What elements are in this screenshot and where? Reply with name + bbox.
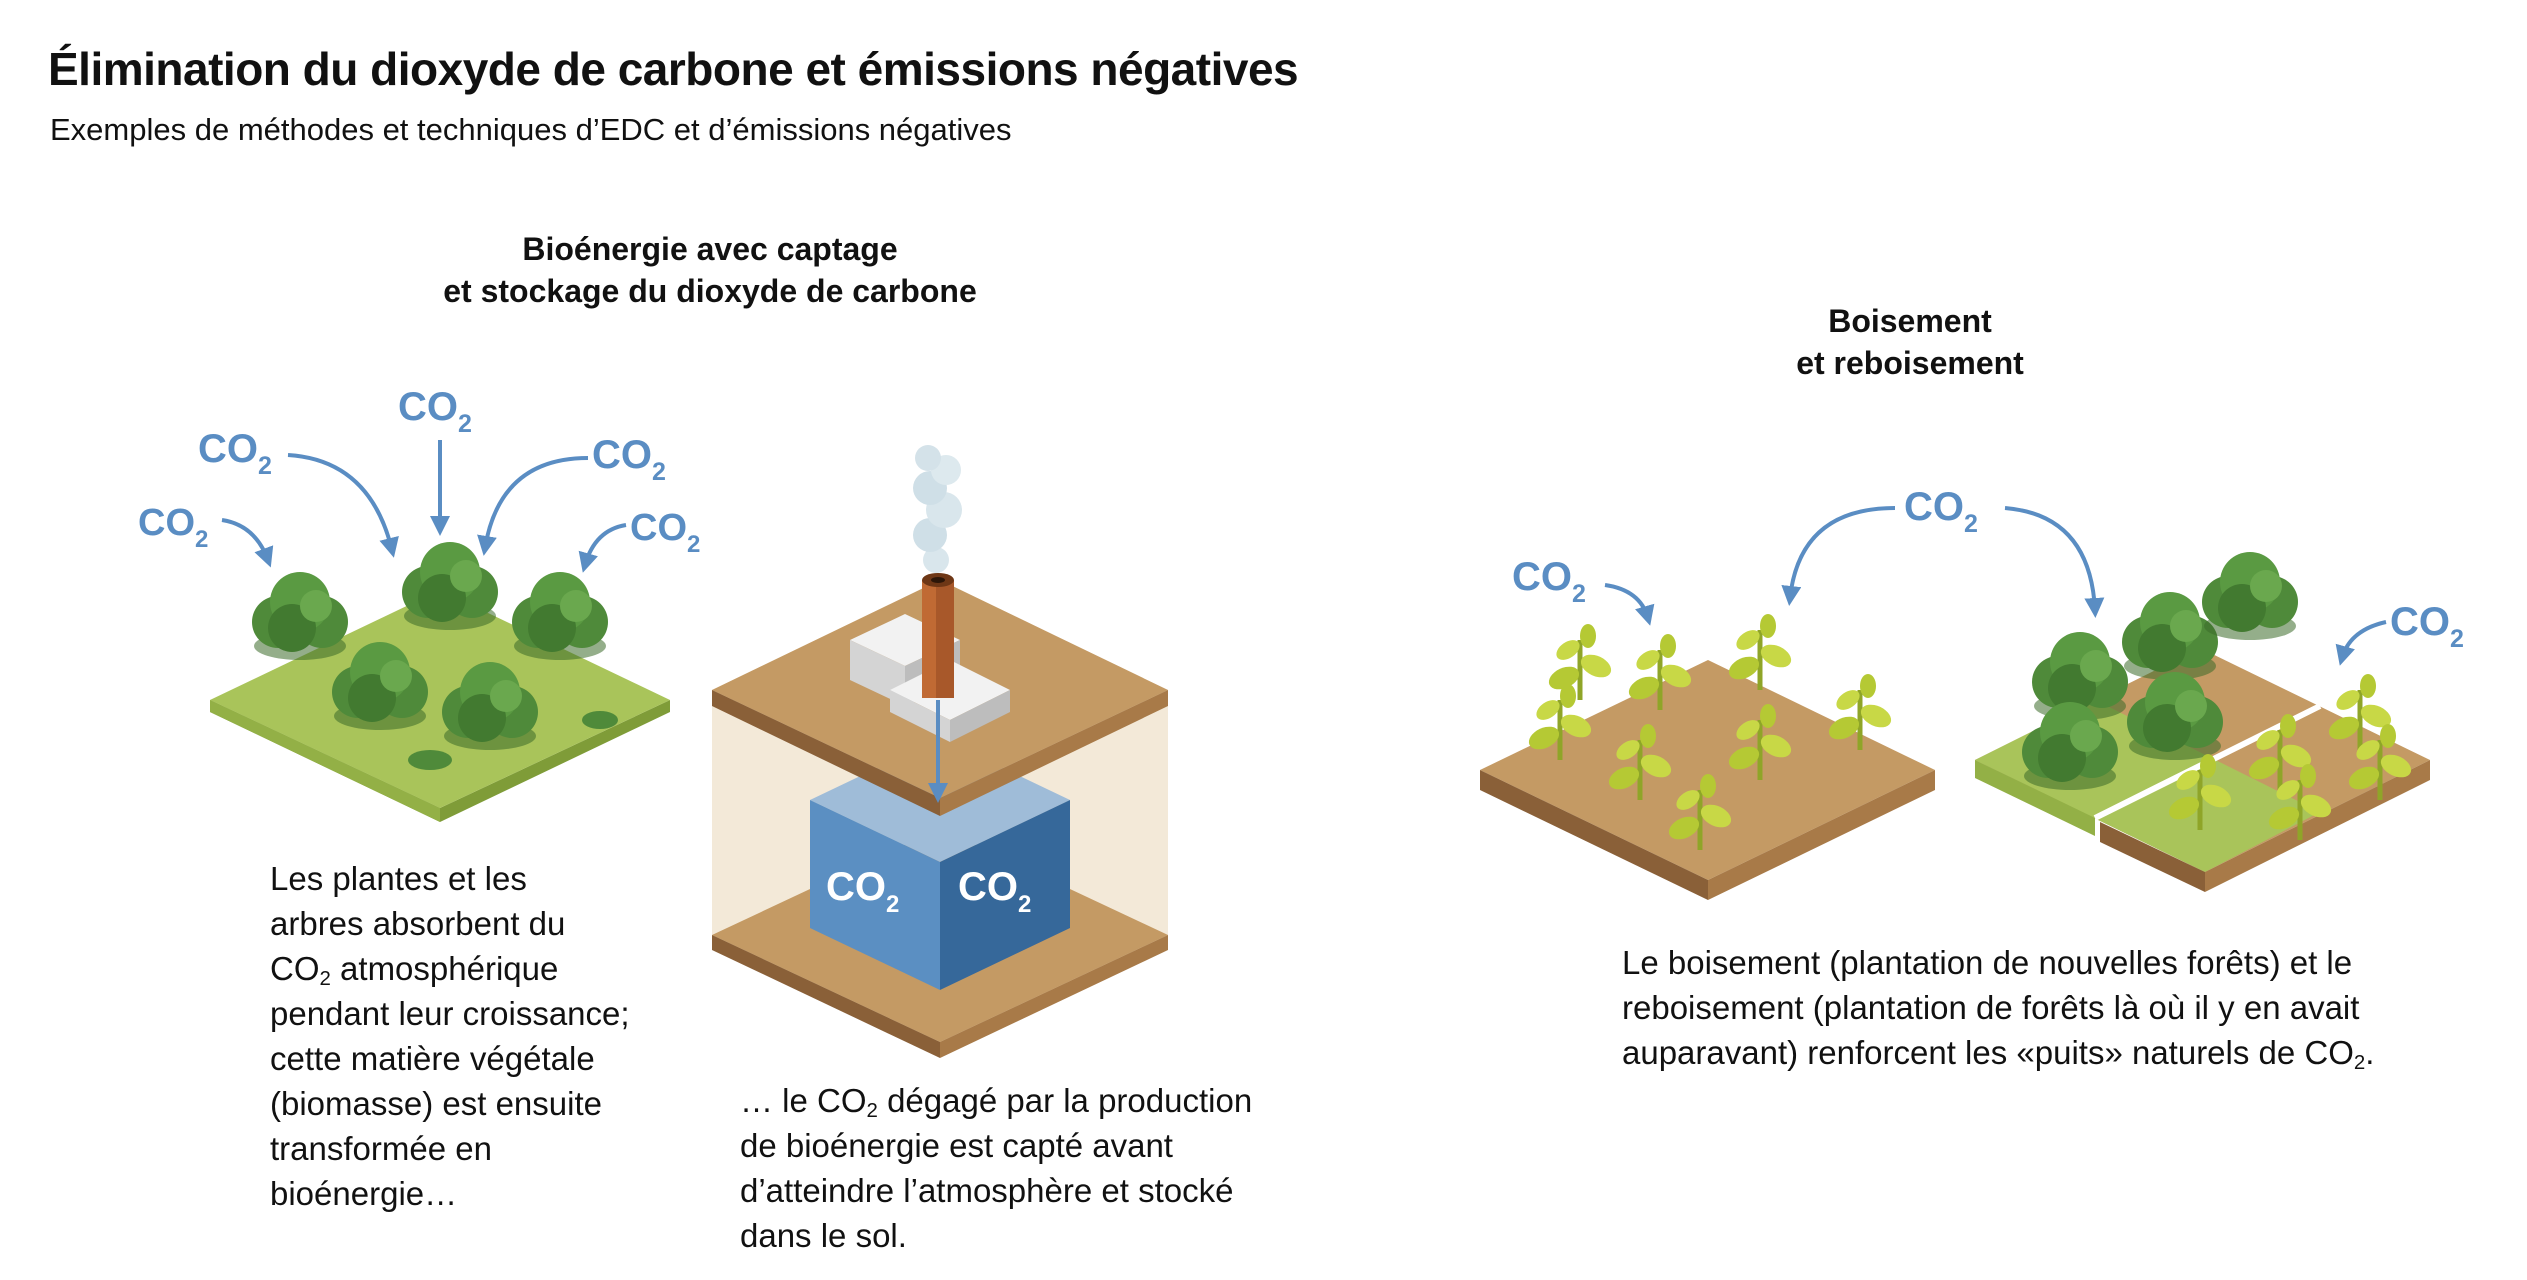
co2-label-right-low: CO2	[630, 507, 700, 558]
co2-arrow-right-low	[578, 523, 627, 573]
aff-co2-label-left: CO2	[1512, 555, 1586, 608]
storage-text-line: d’atteindre l’atmosphère et stocké	[740, 1172, 1234, 1209]
co2-label-right-high: CO2	[592, 433, 666, 486]
svg-text:CO2: CO2	[198, 427, 272, 480]
svg-text:CO2: CO2	[1512, 555, 1586, 608]
co2-subscript: 2	[2353, 1051, 2366, 1075]
afforestation-heading-line1: Boisement	[1828, 303, 1992, 339]
page-title: Élimination du dioxyde de carbone et émi…	[48, 43, 1299, 95]
afforestation-text-fragment: auparavant) renforcent les «puits» natur…	[1622, 1034, 2354, 1071]
page-subtitle: Exemples de méthodes et techniques d’EDC…	[50, 112, 1012, 147]
aff-co2-label-right: CO2	[2390, 600, 2464, 653]
storage-text-line: de bioénergie est capté avant	[740, 1127, 1173, 1164]
aff-co2-arrow-left	[1604, 583, 1655, 626]
storage-co2-left-label: CO2	[826, 865, 899, 918]
svg-text:CO2: CO2	[2390, 600, 2464, 653]
plants-text-line: pendant leur croissance;	[270, 995, 630, 1032]
plants-text-line: (biomasse) est ensuite	[270, 1085, 602, 1122]
afforestation-plot	[1480, 660, 1935, 900]
co2-label-top: CO2	[398, 385, 472, 438]
svg-text:CO2: CO2	[958, 865, 1031, 918]
afforestation-text-line: auparavant) renforcent les «puits» natur…	[1622, 1030, 2462, 1075]
svg-text:CO2: CO2	[138, 502, 208, 553]
beccs-heading: Bioénergie avec captage et stockage du d…	[380, 228, 1040, 312]
plants-text-fragment: atmosphérique	[330, 950, 559, 987]
plants-text-line: arbres absorbent du	[270, 905, 566, 942]
plants-text-line: Les plantes et les	[270, 860, 527, 897]
co2-arrow-left-low	[221, 518, 274, 568]
svg-text:CO2: CO2	[826, 865, 899, 918]
beccs-heading-line1: Bioénergie avec captage	[522, 231, 898, 267]
tree-group	[252, 542, 618, 770]
plants-text-line: cette matière végétale	[270, 1040, 595, 1077]
plants-description: Les plantes et les arbres absorbent du C…	[270, 856, 690, 1216]
afforestation-heading: Boisement et reboisement	[1720, 300, 2100, 384]
co2-subscript: 2	[319, 967, 331, 991]
aff-co2-label-center: CO2	[1904, 485, 1978, 538]
co2-arrow-left-high	[287, 453, 399, 558]
aff-co2-arrow-center-right	[2004, 506, 2105, 618]
co2-label-left-low: CO2	[138, 502, 208, 553]
beccs-heading-line2: et stockage du dioxyde de carbone	[443, 273, 977, 309]
storage-cutaway	[712, 580, 1168, 1058]
storage-text-line: dans le sol.	[740, 1217, 907, 1254]
smoke-plume	[913, 445, 962, 573]
co2-subscript: 2	[866, 1099, 878, 1123]
aff-co2-arrow-right	[2335, 620, 2387, 666]
storage-box-left	[810, 800, 940, 990]
plants-text-line: bioénergie…	[270, 1175, 458, 1212]
afforestation-text-fragment: .	[2365, 1034, 2375, 1071]
plants-text-line: transformée en	[270, 1130, 492, 1167]
storage-text-fragment: … le CO	[740, 1082, 867, 1119]
storage-box-right	[940, 800, 1070, 990]
co2-arrow-right-high	[477, 456, 589, 556]
plants-text-line: CO2 atmosphérique	[270, 946, 690, 991]
storage-text-fragment: dégagé par la production	[877, 1082, 1253, 1119]
afforestation-text-line: reboisement (plantation de forêts là où …	[1622, 989, 2360, 1026]
storage-co2-right-label: CO2	[958, 865, 1031, 918]
svg-text:CO2: CO2	[398, 385, 472, 438]
storage-text-line: … le CO2 dégagé par la production	[740, 1078, 1340, 1123]
svg-text:CO2: CO2	[630, 507, 700, 558]
svg-text:CO2: CO2	[592, 433, 666, 486]
aff-co2-arrow-center-left	[1781, 506, 1896, 606]
grass-plot	[210, 590, 670, 822]
chimney	[922, 573, 954, 698]
co2-word: CO	[270, 950, 320, 987]
afforestation-heading-line2: et reboisement	[1796, 345, 2024, 381]
afforestation-description: Le boisement (plantation de nouvelles fo…	[1622, 940, 2462, 1075]
afforestation-text-line: Le boisement (plantation de nouvelles fo…	[1622, 944, 2353, 981]
co2-label-left-high: CO2	[198, 427, 272, 480]
svg-text:CO2: CO2	[1904, 485, 1978, 538]
storage-description: … le CO2 dégagé par la production de bio…	[740, 1078, 1340, 1258]
